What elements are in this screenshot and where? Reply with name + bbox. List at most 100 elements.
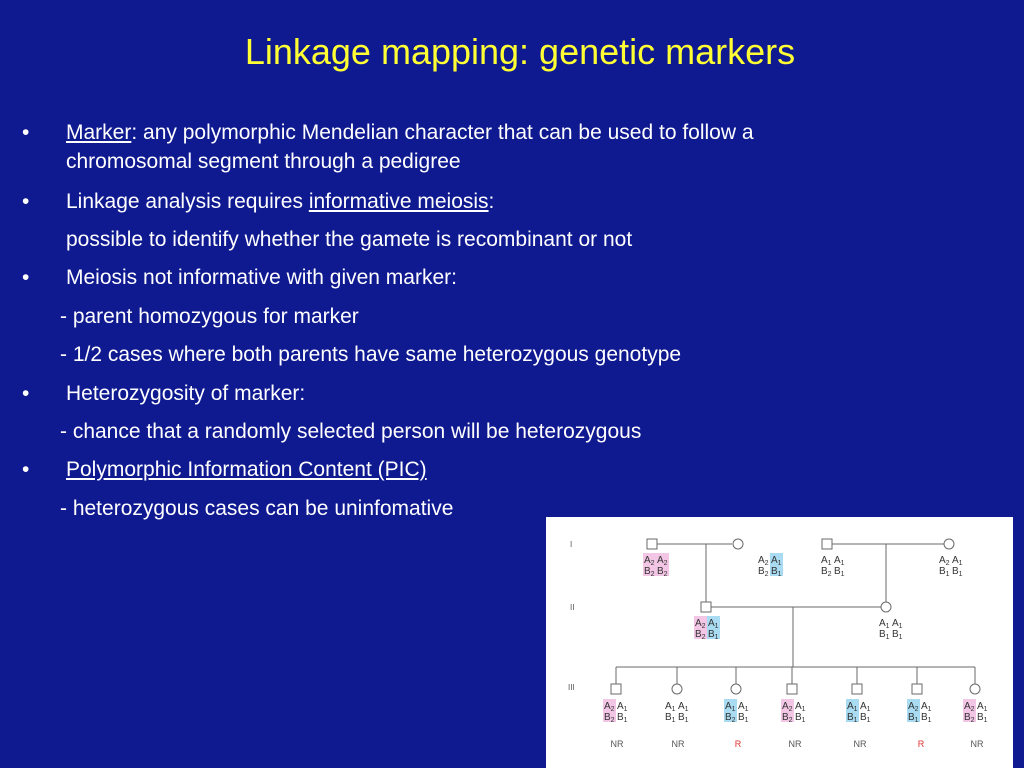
bullet-marker: •: [22, 458, 30, 481]
male-symbol: [786, 683, 798, 695]
allele-a: A2: [908, 701, 919, 713]
recombination-result: NR: [672, 739, 685, 749]
allele-a: A1: [738, 701, 749, 713]
female-symbol: [730, 683, 742, 695]
recombination-result: NR: [789, 739, 802, 749]
allele-highlight: [963, 699, 976, 722]
allele-a: A2: [695, 618, 706, 630]
linkage-analysis-line: Linkage analysis requires informative me…: [66, 188, 494, 216]
marker-term: Marker: [66, 121, 132, 144]
allele-a: A2: [604, 701, 615, 713]
recombination-result: NR: [854, 739, 867, 749]
allele-b: B2: [695, 629, 706, 641]
allele-b: B1: [908, 712, 919, 724]
allele-a: A1: [847, 701, 858, 713]
allele-highlight: [846, 699, 859, 722]
marker-definition-line2: chromosomal segment through a pedigree: [66, 150, 461, 173]
female-symbol: [943, 538, 955, 550]
allele-b: B1: [952, 566, 963, 578]
allele-a: A1: [665, 701, 676, 713]
allele-b: B1: [834, 566, 845, 578]
allele-a: A1: [879, 618, 890, 630]
homozygous-sub: - parent homozygous for marker: [60, 305, 359, 328]
generation-label-1: I: [570, 540, 572, 549]
allele-a: A2: [939, 555, 950, 567]
informative-meiosis-sub: possible to identify whether the gamete …: [66, 228, 633, 251]
recombination-result: R: [918, 739, 925, 749]
marker-definition-text: : any polymorphic Mendelian character th…: [131, 121, 754, 144]
bullet-marker: •: [22, 121, 30, 144]
allele-b: B1: [879, 629, 890, 641]
allele-a: A1: [678, 701, 689, 713]
allele-a: A1: [617, 701, 628, 713]
allele-b: B2: [657, 566, 668, 578]
allele-a: A1: [977, 701, 988, 713]
same-heterozygous-sub: - 1/2 cases where both parents have same…: [60, 343, 682, 366]
allele-b: B2: [725, 712, 736, 724]
allele-a: A1: [921, 701, 932, 713]
heterozygosity-heading: Heterozygosity of marker:: [66, 382, 306, 405]
allele-a: A2: [782, 701, 793, 713]
allele-b: B1: [771, 566, 782, 578]
bullet-marker: •: [22, 382, 30, 405]
allele-b: B2: [964, 712, 975, 724]
allele-b: B1: [708, 629, 719, 641]
allele-a: A1: [725, 701, 736, 713]
allele-b: B1: [847, 712, 858, 724]
allele-highlight: [694, 616, 707, 639]
allele-a: A1: [860, 701, 871, 713]
allele-highlight: [656, 553, 669, 576]
allele-b: B2: [758, 566, 769, 578]
female-symbol: [880, 601, 892, 613]
pedigree-figure: I II III A: [546, 517, 1013, 768]
female-symbol: [671, 683, 683, 695]
allele-highlight: [770, 553, 783, 576]
generation-label-2: II: [570, 603, 574, 612]
allele-highlight: [724, 699, 737, 722]
allele-b: B1: [860, 712, 871, 724]
allele-a: A1: [821, 555, 832, 567]
marker-definition-line1: Marker: any polymorphic Mendelian charac…: [66, 119, 754, 147]
allele-b: B2: [604, 712, 615, 724]
allele-a: A1: [892, 618, 903, 630]
allele-b: B2: [821, 566, 832, 578]
allele-highlight: [603, 699, 616, 722]
heterozygosity-sub: - chance that a randomly selected person…: [60, 420, 642, 443]
recombination-result: NR: [971, 739, 984, 749]
allele-highlight: [781, 699, 794, 722]
allele-b: B1: [977, 712, 988, 724]
recombination-result: R: [735, 739, 742, 749]
allele-b: B1: [939, 566, 950, 578]
slide-title: Linkage mapping: genetic markers: [244, 31, 796, 72]
bullet-marker: •: [22, 266, 30, 289]
male-symbol: [821, 538, 833, 550]
allele-a: A2: [657, 555, 668, 567]
pic-heading: Polymorphic Information Content (PIC): [66, 456, 427, 484]
allele-a: A2: [644, 555, 655, 567]
male-symbol: [646, 538, 658, 550]
allele-b: B1: [738, 712, 749, 724]
allele-a: A1: [834, 555, 845, 567]
allele-b: B1: [678, 712, 689, 724]
informative-meiosis-term: informative meiosis: [308, 190, 489, 213]
allele-b: B1: [921, 712, 932, 724]
female-symbol: [732, 538, 744, 550]
allele-b: B1: [617, 712, 628, 724]
allele-a: A1: [795, 701, 806, 713]
male-symbol: [911, 683, 923, 695]
male-symbol: [610, 683, 622, 695]
allele-a: A1: [771, 555, 782, 567]
pic-sub: - heterozygous cases can be uninfomative: [60, 497, 454, 520]
allele-b: B2: [782, 712, 793, 724]
allele-b: B2: [644, 566, 655, 578]
male-symbol: [851, 683, 863, 695]
male-symbol: [700, 601, 712, 613]
allele-highlight: [907, 699, 920, 722]
allele-highlight: [707, 616, 720, 639]
linkage-analysis-text: Linkage analysis requires: [66, 190, 309, 213]
female-symbol: [969, 683, 981, 695]
bullet-marker: •: [22, 190, 30, 213]
allele-highlight: [643, 553, 656, 576]
meiosis-not-informative: Meiosis not informative with given marke…: [66, 266, 457, 289]
pic-term: Polymorphic Information Content (PIC): [66, 458, 427, 481]
